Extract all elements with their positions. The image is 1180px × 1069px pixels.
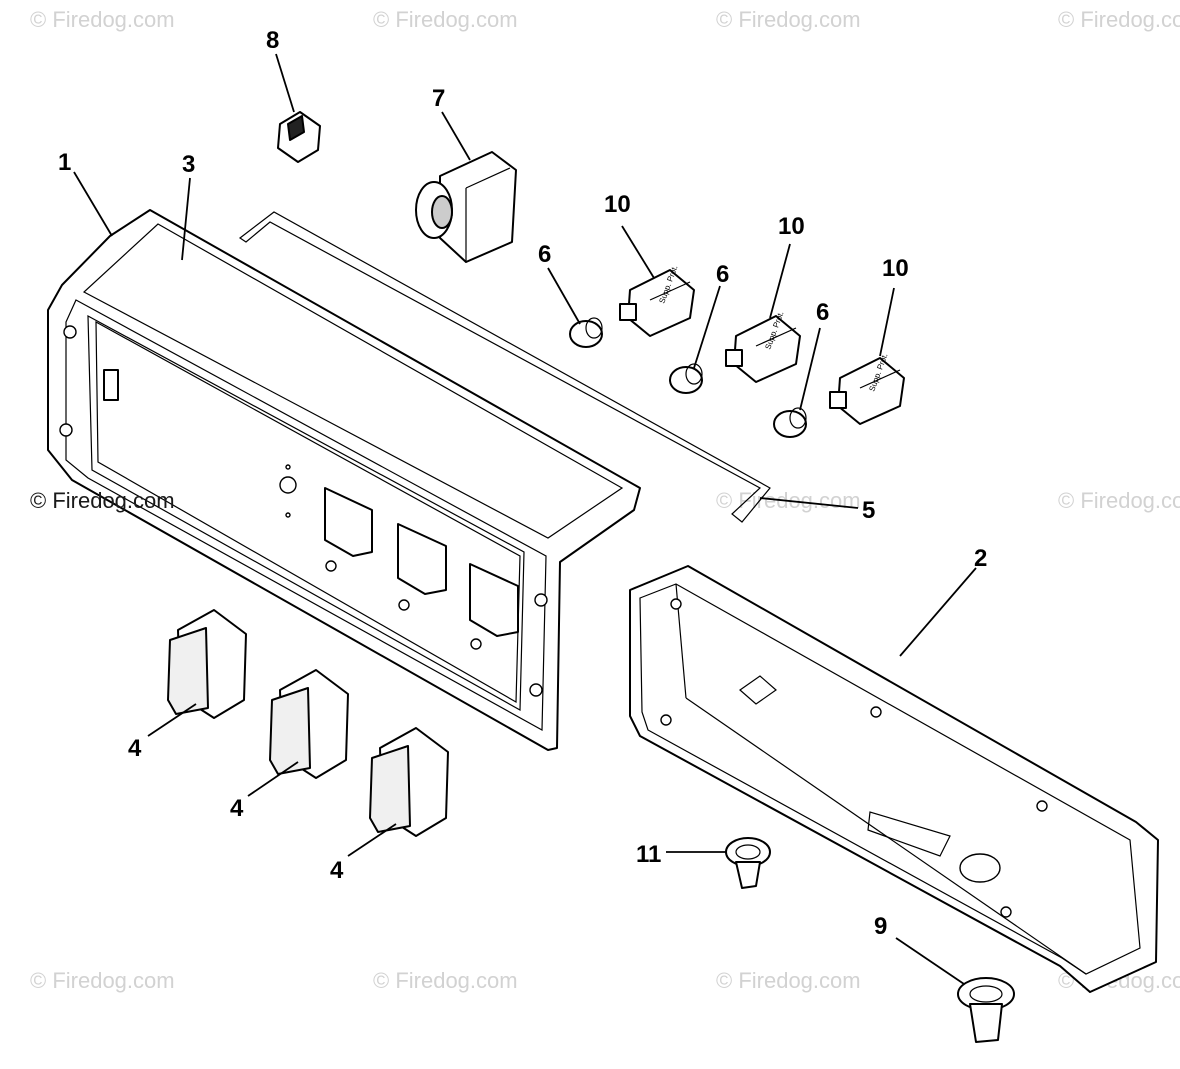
panel-rear-box bbox=[629, 565, 1159, 993]
watermark: © Firedog.com bbox=[1058, 488, 1180, 513]
leader-lines bbox=[73, 53, 977, 985]
watermark: © Firedog.com bbox=[716, 968, 861, 993]
callout-label: 4 bbox=[330, 857, 344, 884]
support-rod bbox=[238, 211, 771, 523]
callout-label: 4 bbox=[128, 735, 142, 762]
callout-label: 6 bbox=[538, 241, 551, 268]
indicator-window bbox=[103, 369, 119, 401]
callout-label: 3 bbox=[182, 151, 195, 178]
callout-label: 10 bbox=[882, 255, 909, 282]
main-circuit-breaker bbox=[415, 151, 517, 263]
callout-label: 5 bbox=[862, 497, 875, 524]
outlet bbox=[369, 727, 449, 837]
callout-label: 6 bbox=[716, 261, 729, 288]
rocker-switch bbox=[277, 111, 321, 163]
breaker-cap bbox=[669, 363, 703, 394]
outlet bbox=[269, 669, 349, 779]
callout-label: 1 bbox=[58, 149, 71, 176]
grommet-large bbox=[957, 977, 1015, 1043]
watermark: © Firedog.com bbox=[373, 7, 518, 32]
watermark: © Firedog.com bbox=[30, 7, 175, 32]
outlet bbox=[167, 609, 247, 719]
watermark: © Firedog.com bbox=[373, 968, 518, 993]
callout-label: 6 bbox=[816, 299, 829, 326]
callout-label: 10 bbox=[778, 213, 805, 240]
breaker-cap bbox=[773, 407, 807, 438]
breaker-cap bbox=[569, 317, 603, 348]
watermark: © Firedog.com bbox=[30, 488, 175, 513]
breaker: Supp. Prot. bbox=[725, 310, 801, 383]
callout-label: 7 bbox=[432, 85, 445, 112]
grommet-small bbox=[725, 837, 771, 889]
callout-labels: 1 2 3 4 4 4 5 6 6 6 7 8 9 10 10 10 11 bbox=[58, 27, 987, 940]
watermark: © Firedog.com bbox=[30, 968, 175, 993]
breaker: Supp. Prot. bbox=[829, 352, 905, 425]
callout-label: 11 bbox=[636, 841, 661, 868]
control-panel bbox=[47, 209, 641, 751]
callout-label: 2 bbox=[974, 545, 987, 572]
callout-label: 10 bbox=[604, 191, 631, 218]
watermark: © Firedog.com bbox=[716, 7, 861, 32]
watermark: © Firedog.com bbox=[1058, 7, 1180, 32]
callout-label: 4 bbox=[230, 795, 244, 822]
breaker: Supp. Prot. bbox=[619, 264, 695, 337]
callout-label: 9 bbox=[874, 913, 887, 940]
callout-label: 8 bbox=[266, 27, 279, 54]
